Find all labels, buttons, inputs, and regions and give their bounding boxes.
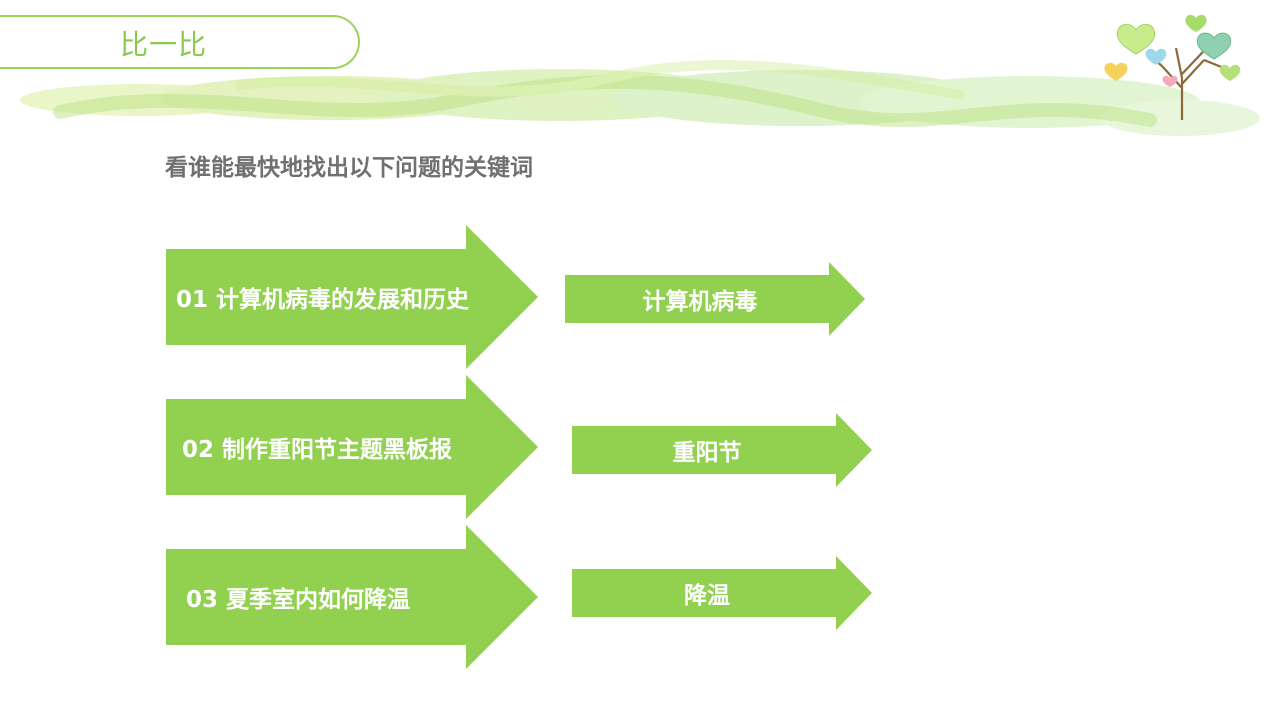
arrow-shape [166,525,538,669]
arrow-shape [166,375,538,519]
question-label: 03 夏季室内如何降温 [186,587,411,613]
arrow-shape [572,413,872,487]
arrow-shape [166,225,538,369]
question-arrow-2: 02 制作重阳节主题黑板报 [166,375,538,519]
question-arrow-1: 01 计算机病毒的发展和历史 [166,225,538,369]
question-label: 01 计算机病毒的发展和历史 [176,287,470,313]
arrow-shape [565,262,865,336]
question-arrow-3: 03 夏季室内如何降温 [166,525,538,669]
keyword-arrow-1: 计算机病毒 [565,262,865,336]
keyword-label: 计算机病毒 [642,289,758,315]
keyword-arrow-2: 重阳节 [572,413,872,487]
brush-stroke-decoration [20,59,1260,136]
keyword-label: 降温 [684,583,730,609]
keyword-arrow-3: 降温 [572,556,872,630]
page-title: 比一比 [120,28,208,61]
heart-tree-icon [1104,14,1241,120]
question-label: 02 制作重阳节主题黑板报 [182,437,453,463]
title-tab: 比一比 [0,15,360,69]
keyword-label: 重阳节 [672,440,742,466]
arrow-shape [572,556,872,630]
instruction-text: 看谁能最快地找出以下问题的关键词 [165,155,533,181]
